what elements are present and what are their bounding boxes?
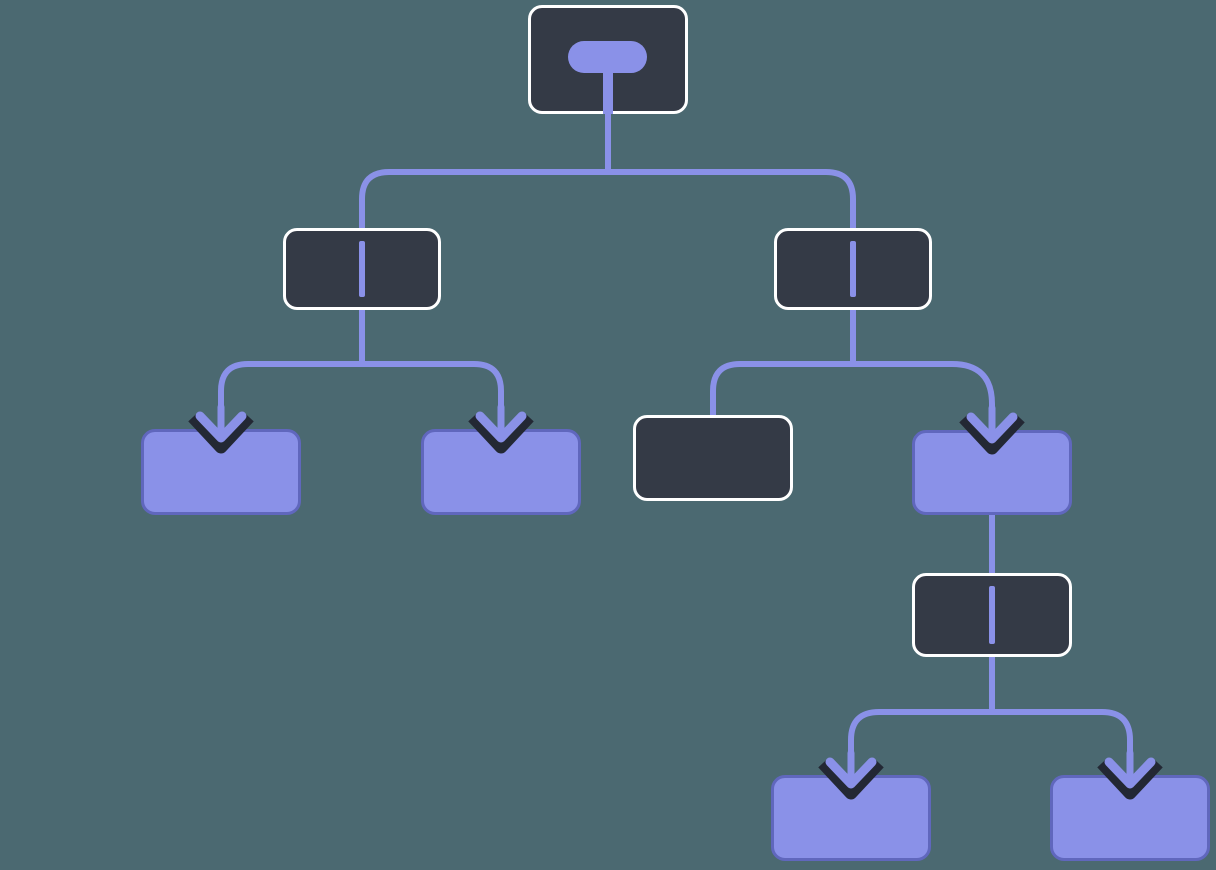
pass-through-line-icon xyxy=(989,586,995,644)
root-node[interactable] xyxy=(528,5,688,114)
pass-through-line-icon xyxy=(359,241,365,297)
leaf-node-5[interactable] xyxy=(1050,775,1210,861)
branch-node-mid[interactable] xyxy=(912,573,1072,657)
leaf-node-2[interactable] xyxy=(421,429,581,515)
branch-node-left[interactable] xyxy=(283,228,441,310)
pass-through-line-icon xyxy=(850,241,856,297)
leaf-node-3[interactable] xyxy=(912,430,1072,515)
branch-node-right[interactable] xyxy=(774,228,932,310)
leaf-node-1[interactable] xyxy=(141,429,301,515)
dark-leaf-node[interactable] xyxy=(633,415,793,501)
commit-pill-icon xyxy=(568,41,647,114)
leaf-node-4[interactable] xyxy=(771,775,931,861)
